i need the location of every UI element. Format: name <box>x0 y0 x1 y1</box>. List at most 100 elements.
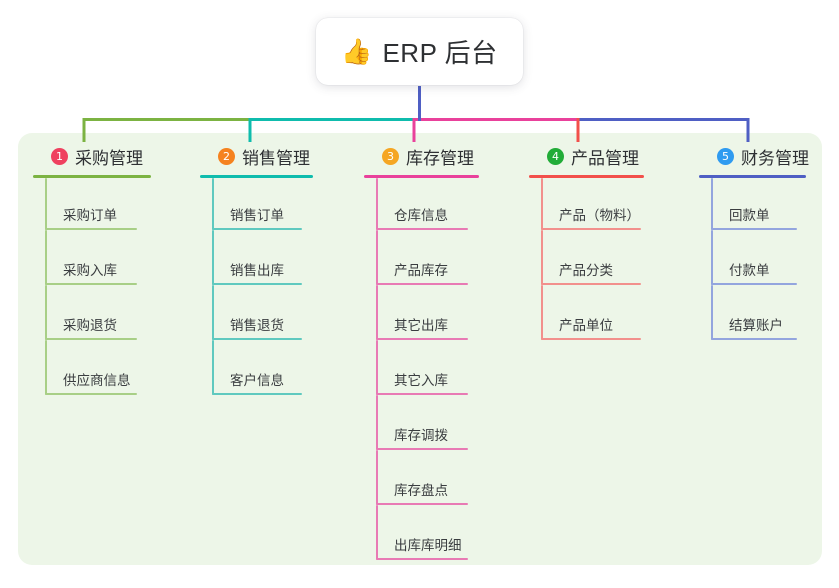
branch-item-stem <box>711 230 713 285</box>
root-node-erp-backend[interactable]: 👍 ERP 后台 <box>316 18 523 85</box>
branch-item-label: 其它出库 <box>394 318 448 333</box>
branch-title: 产品管理 <box>571 148 639 168</box>
branch-item-stem <box>376 340 378 395</box>
branch-header-4[interactable]: 4 产品管理 <box>529 143 644 169</box>
branch-index-badge: 1 <box>51 147 68 165</box>
branch-item[interactable]: 销售出库 <box>200 230 313 288</box>
branch-item-stem <box>711 178 713 230</box>
branch-item-label: 出库库明细 <box>394 538 462 553</box>
branch-header-1[interactable]: 1 采购管理 <box>33 143 151 169</box>
branch-title: 财务管理 <box>741 148 809 168</box>
branch-item-underline <box>541 338 641 340</box>
branch-item-stem <box>45 178 47 230</box>
branch-item-label: 库存盘点 <box>394 483 448 498</box>
branch-item-stem <box>45 340 47 395</box>
branch-item-underline <box>45 228 137 230</box>
branch-item[interactable]: 销售退货 <box>200 285 313 343</box>
branch-underline <box>364 175 479 178</box>
branch-item-list: 采购订单采购入库采购退货供应商信息 <box>33 178 151 398</box>
branch-header-5[interactable]: 5 财务管理 <box>699 143 809 169</box>
branch-item-underline <box>541 283 641 285</box>
branch-item[interactable]: 回款单 <box>699 178 809 233</box>
branch-item-list: 回款单付款单结算账户 <box>699 178 809 343</box>
branch-item-underline <box>376 448 468 450</box>
branch-item-underline <box>376 228 468 230</box>
branch-item-label: 产品库存 <box>394 263 448 278</box>
branch-index-badge: 3 <box>382 147 399 165</box>
branch-item[interactable]: 销售订单 <box>200 178 313 233</box>
branch-column-1: 1 采购管理采购订单采购入库采购退货供应商信息 <box>33 143 151 398</box>
branch-item-stem <box>541 230 543 285</box>
branch-item-underline <box>212 393 302 395</box>
branch-item[interactable]: 付款单 <box>699 230 809 288</box>
branch-item-underline <box>212 283 302 285</box>
branch-item-label: 销售订单 <box>230 208 284 223</box>
branch-item-stem <box>541 178 543 230</box>
branch-item-stem <box>376 230 378 285</box>
branch-item-stem <box>711 285 713 340</box>
branch-title: 采购管理 <box>75 148 143 168</box>
branch-header-3[interactable]: 3 库存管理 <box>364 143 479 169</box>
branch-title: 库存管理 <box>406 148 474 168</box>
branch-item-label: 库存调拨 <box>394 428 448 443</box>
branch-item-underline <box>376 503 468 505</box>
branch-item-stem <box>376 395 378 450</box>
branch-item-label: 采购入库 <box>63 263 117 278</box>
branch-item[interactable]: 其它入库 <box>364 340 479 398</box>
branch-item[interactable]: 供应商信息 <box>33 340 151 398</box>
branch-column-3: 3 库存管理仓库信息产品库存其它出库其它入库库存调拨库存盘点出库库明细 <box>364 143 479 563</box>
branch-underline <box>699 175 806 178</box>
branch-item-list: 仓库信息产品库存其它出库其它入库库存调拨库存盘点出库库明细 <box>364 178 479 563</box>
branch-item-stem <box>212 285 214 340</box>
branch-item-label: 仓库信息 <box>394 208 448 223</box>
branch-item[interactable]: 库存盘点 <box>364 450 479 508</box>
branch-item-underline <box>376 283 468 285</box>
branch-item[interactable]: 产品分类 <box>529 230 644 288</box>
branch-item-label: 采购退货 <box>63 318 117 333</box>
branch-item-stem <box>45 230 47 285</box>
branch-index-badge: 2 <box>218 147 235 165</box>
branch-item-stem <box>376 505 378 560</box>
branch-item-stem <box>212 230 214 285</box>
branch-item[interactable]: 产品单位 <box>529 285 644 343</box>
branch-item[interactable]: 库存调拨 <box>364 395 479 453</box>
branch-item[interactable]: 采购入库 <box>33 230 151 288</box>
branch-item[interactable]: 出库库明细 <box>364 505 479 563</box>
branch-underline <box>200 175 313 178</box>
branch-item-label: 供应商信息 <box>63 373 131 388</box>
branch-column-4: 4 产品管理产品（物料） 产品分类产品单位 <box>529 143 644 343</box>
branch-underline <box>529 175 644 178</box>
branch-item[interactable]: 产品库存 <box>364 230 479 288</box>
branch-column-5: 5 财务管理回款单付款单结算账户 <box>699 143 809 343</box>
branch-index-badge: 5 <box>717 147 734 165</box>
branch-item-label: 回款单 <box>729 208 770 223</box>
branch-item-underline <box>711 228 797 230</box>
branch-item[interactable]: 仓库信息 <box>364 178 479 233</box>
branch-item-label: 产品分类 <box>559 263 613 278</box>
branch-item-label: 其它入库 <box>394 373 448 388</box>
branch-item-stem <box>376 178 378 230</box>
branch-item[interactable]: 采购退货 <box>33 285 151 343</box>
branch-item-underline <box>711 283 797 285</box>
branch-item[interactable]: 产品（物料） <box>529 178 644 233</box>
branch-item-label: 客户信息 <box>230 373 284 388</box>
branch-item-stem <box>212 178 214 230</box>
branch-item[interactable]: 结算账户 <box>699 285 809 343</box>
branch-item[interactable]: 客户信息 <box>200 340 313 398</box>
branch-item[interactable]: 其它出库 <box>364 285 479 343</box>
branch-item[interactable]: 采购订单 <box>33 178 151 233</box>
branch-item-label: 产品（物料） <box>559 208 640 223</box>
branch-item-underline <box>212 338 302 340</box>
thumbs-up-icon: 👍 <box>341 38 373 66</box>
root-node-title: ERP 后台 <box>382 38 498 68</box>
branch-item-underline <box>711 338 797 340</box>
branch-item-stem <box>376 285 378 340</box>
branch-index-badge: 4 <box>547 147 564 165</box>
branch-item-label: 产品单位 <box>559 318 613 333</box>
branch-item-underline <box>45 283 137 285</box>
branch-item-stem <box>541 285 543 340</box>
branch-item-label: 付款单 <box>729 263 770 278</box>
branch-item-underline <box>376 338 468 340</box>
